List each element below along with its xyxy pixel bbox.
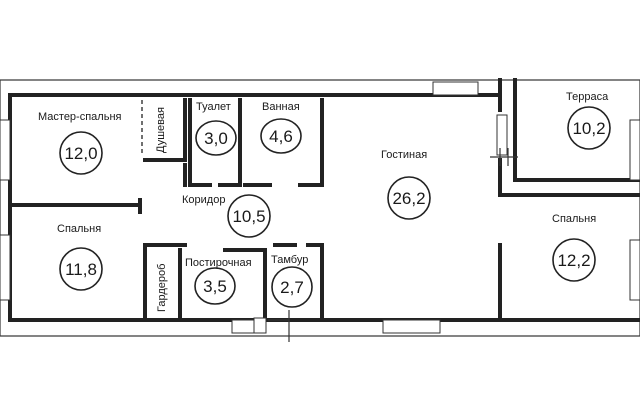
area-master-bedroom: 12,0	[64, 144, 97, 163]
label-bedroom-left: Спальня	[57, 223, 101, 235]
terrace-door	[490, 148, 518, 166]
area-circle-vestibule	[271, 266, 313, 308]
area-vestibule: 2,7	[280, 278, 304, 297]
area-toilet: 3,0	[204, 129, 228, 148]
area-circle-bathroom	[260, 118, 302, 154]
label-bathroom: Ванная	[262, 101, 300, 113]
label-toilet: Туалет	[196, 101, 231, 113]
label-corridor: Коридор	[182, 194, 225, 206]
area-circle-toilet	[195, 120, 237, 156]
window-terrace-right	[629, 119, 640, 181]
window-bedroom-right	[629, 239, 640, 301]
area-laundry: 3,5	[203, 277, 227, 296]
area-circle-corridor	[227, 194, 271, 238]
area-circle-laundry	[194, 267, 236, 305]
area-bedroom-right: 12,2	[557, 251, 590, 270]
area-circle-terrace	[567, 106, 611, 150]
window-terrace	[496, 114, 508, 156]
label-bedroom-right: Спальня	[552, 213, 596, 225]
window-top	[432, 81, 479, 96]
area-circle-master	[59, 131, 103, 175]
area-bedroom-left: 11,8	[65, 260, 97, 279]
interior-walls	[8, 98, 502, 322]
label-terrace: Терраса	[566, 91, 609, 103]
area-terrace: 10,2	[572, 119, 605, 138]
label-vestibule: Тамбур	[271, 254, 308, 266]
area-bathroom: 4,6	[269, 127, 293, 146]
label-laundry: Постирочная	[185, 257, 252, 269]
entrance-door	[253, 310, 290, 342]
window-laundry	[231, 319, 255, 334]
outer-boundary	[0, 79, 640, 337]
area-circle-bedroom-right	[552, 238, 596, 282]
label-master-bedroom: Мастер-спальня	[38, 111, 122, 123]
area-living-room: 26,2	[392, 189, 425, 208]
window-master	[0, 119, 11, 181]
area-circle-living	[387, 176, 431, 220]
window-bedroom-left	[0, 234, 11, 301]
area-circle-bedroom-left	[59, 247, 103, 291]
windows	[0, 81, 640, 334]
label-wardrobe: Гардероб	[156, 264, 168, 312]
label-living-room: Гостиная	[381, 149, 427, 161]
area-circles	[59, 106, 611, 308]
window-bottom	[382, 319, 441, 334]
area-corridor: 10,5	[232, 207, 265, 226]
label-shower: Душевая	[155, 107, 167, 153]
